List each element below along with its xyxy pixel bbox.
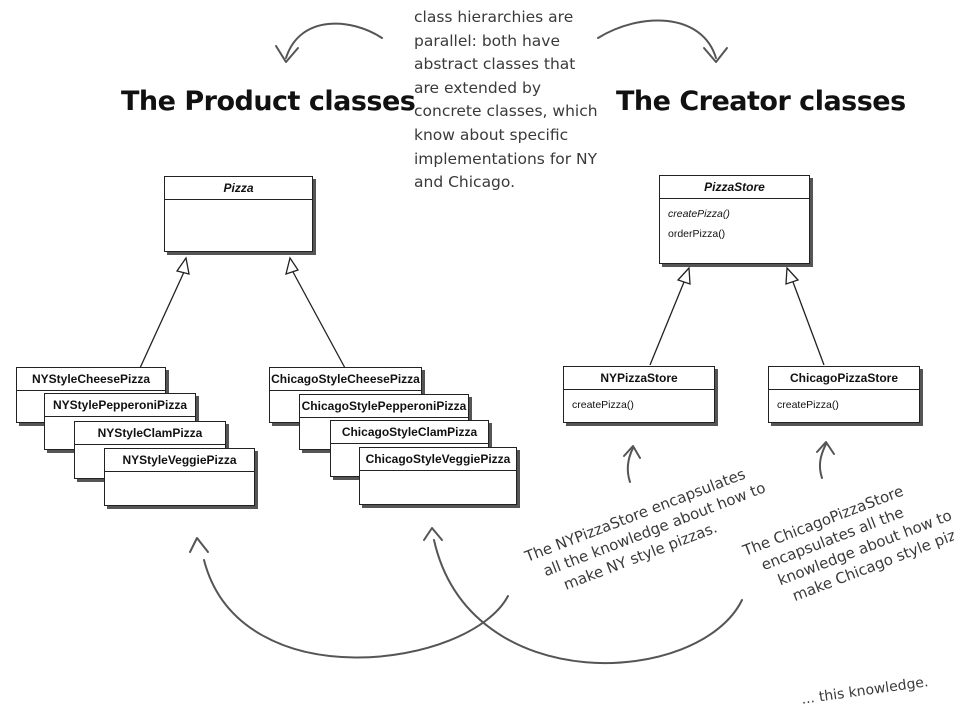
note-line: parallel: both have	[414, 31, 560, 50]
nystore-to-pizzastore-line	[649, 281, 685, 366]
nystore-to-pizzastore-arrowhead	[676, 266, 691, 285]
curve-to-ny-products	[203, 559, 509, 659]
curly-arrow-to-product-head	[275, 45, 299, 63]
pizzastore-class-name: PizzaStore	[660, 176, 809, 199]
note-line: implementations for NY	[414, 149, 598, 168]
note-line: and Chicago.	[414, 173, 516, 192]
arrow-to-chicagostore	[818, 443, 827, 479]
class-name: NYStyleClamPizza	[75, 422, 225, 445]
ny-to-pizza-line	[139, 271, 185, 369]
method-create-pizza: createPizza()	[668, 208, 730, 220]
connector-layer	[139, 19, 835, 664]
chicagostore-to-pizzastore-line	[792, 281, 825, 366]
class-name: NYStyleCheesePizza	[17, 368, 165, 391]
creator-classes-heading: The Creator classes	[616, 86, 906, 117]
parallel-hierarchies-note: class hierarchies are parallel: both hav…	[414, 6, 598, 195]
pizzastore-class: PizzaStore createPizza() orderPizza()	[659, 175, 810, 264]
chicago-to-pizza-line	[292, 271, 346, 369]
class-name: ChicagoStylePepperoniPizza	[300, 395, 468, 418]
ny-to-pizza-arrowhead	[175, 256, 190, 275]
nypizzastore-class-name: NYPizzaStore	[564, 367, 714, 390]
class-name: ChicagoStyleClamPizza	[331, 421, 488, 444]
arrow-to-nystore-head	[623, 445, 641, 459]
pizza-class-name: Pizza	[165, 177, 312, 200]
nypizzastore-class: NYPizzaStore createPizza()	[563, 366, 715, 423]
nypizzastore-methods: createPizza()	[564, 390, 714, 420]
curly-arrow-to-creator-head	[703, 47, 728, 63]
class-name: NYStylePepperoniPizza	[45, 394, 195, 417]
ny-veggie-pizza-class: NYStyleVeggiePizza	[104, 448, 255, 506]
curve-to-chicago-products	[433, 539, 743, 664]
curly-arrow-to-product	[285, 22, 383, 59]
note-line: are extended by	[414, 78, 542, 97]
pizzastore-methods: createPizza() orderPizza()	[660, 199, 809, 249]
chicagopizzastore-class-name: ChicagoPizzaStore	[769, 367, 919, 390]
chicagopizzastore-class: ChicagoPizzaStore createPizza()	[768, 366, 920, 423]
class-name: ChicagoStyleVeggiePizza	[360, 448, 516, 471]
method-create-pizza: createPizza()	[777, 399, 839, 411]
class-name: ChicagoStyleCheesePizza	[270, 368, 421, 391]
pizza-class: Pizza	[164, 176, 313, 252]
note-line: concrete classes, which	[414, 102, 598, 121]
arrow-to-chicagostore-head	[816, 441, 835, 455]
product-classes-heading: The Product classes	[121, 86, 416, 117]
curve-to-ny-products-head	[189, 537, 209, 553]
method-create-pizza: createPizza()	[572, 399, 634, 411]
note-line: know about specific	[414, 125, 569, 144]
chicago-veggie-pizza-class: ChicagoStyleVeggiePizza	[359, 447, 517, 505]
method-order-pizza: orderPizza()	[668, 228, 726, 240]
chicagostore-to-pizzastore-arrowhead	[785, 266, 800, 285]
note-line: abstract classes that	[414, 55, 576, 74]
class-name: NYStyleVeggiePizza	[105, 449, 254, 472]
chicagopizzastore-methods: createPizza()	[769, 390, 919, 420]
arrow-to-nystore	[626, 447, 634, 483]
curly-arrow-to-creator	[597, 19, 717, 59]
chicago-to-pizza-arrowhead	[285, 256, 300, 275]
note-line: class hierarchies are	[414, 8, 574, 26]
curve-to-chicago-products-head	[423, 527, 443, 541]
